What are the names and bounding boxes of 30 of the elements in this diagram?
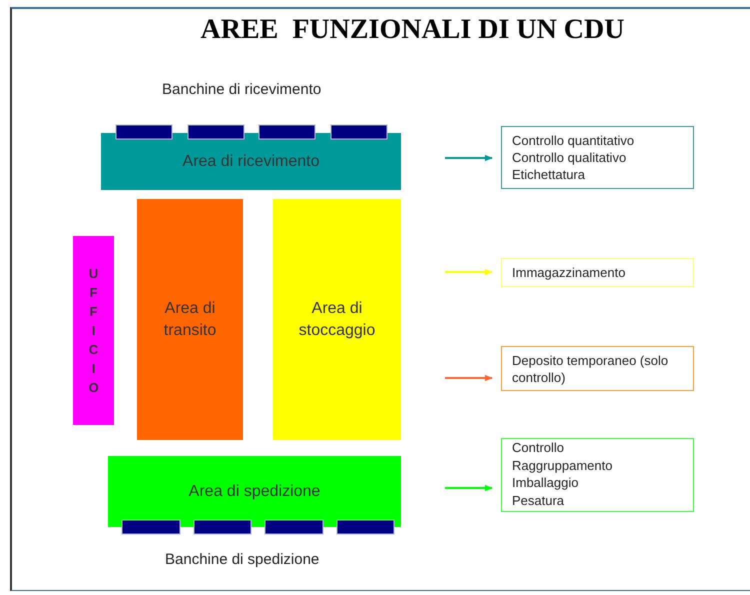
shipping-area: [108, 456, 401, 527]
storage-area: [273, 199, 401, 440]
vertical-label: UFFICIO: [88, 265, 100, 397]
area-label: Area di spedizione: [188, 482, 322, 502]
arrow: [445, 268, 493, 276]
activity-text: Controllo quantitativo: [512, 132, 636, 149]
office-area: [73, 236, 114, 425]
activity-box: [501, 258, 694, 287]
diagram-title: AREE FUNZIONALI DI UN CDU: [200, 14, 626, 46]
area-label: Area di ricevimento: [182, 152, 320, 172]
arrow: [445, 154, 493, 162]
activity-text: Pesatura: [512, 492, 566, 509]
arrow: [445, 374, 493, 382]
dock-label: Banchine di ricevimento: [162, 81, 322, 98]
activity-box: [501, 438, 694, 512]
activity-text: Controllo qualitativo: [512, 149, 628, 166]
activity-text: Deposito temporaneo (solo controllo): [512, 352, 670, 386]
area-label: Area di transito: [162, 298, 218, 340]
activity-box: [501, 126, 694, 189]
area-label: Area di stoccaggio: [298, 298, 376, 340]
activity-text: Raggruppamento: [512, 456, 614, 474]
transit-area: [137, 199, 243, 440]
activity-text: Etichettatura: [512, 166, 586, 183]
activity-box: [501, 346, 694, 391]
activity-text: Immagazzinamento: [512, 264, 626, 281]
activity-text: Imballaggio: [512, 474, 580, 492]
activity-text: Controllo: [512, 439, 566, 456]
receiving-area: [101, 133, 401, 190]
arrow: [445, 484, 493, 492]
dock-label: Banchine di spedizione: [165, 551, 320, 568]
